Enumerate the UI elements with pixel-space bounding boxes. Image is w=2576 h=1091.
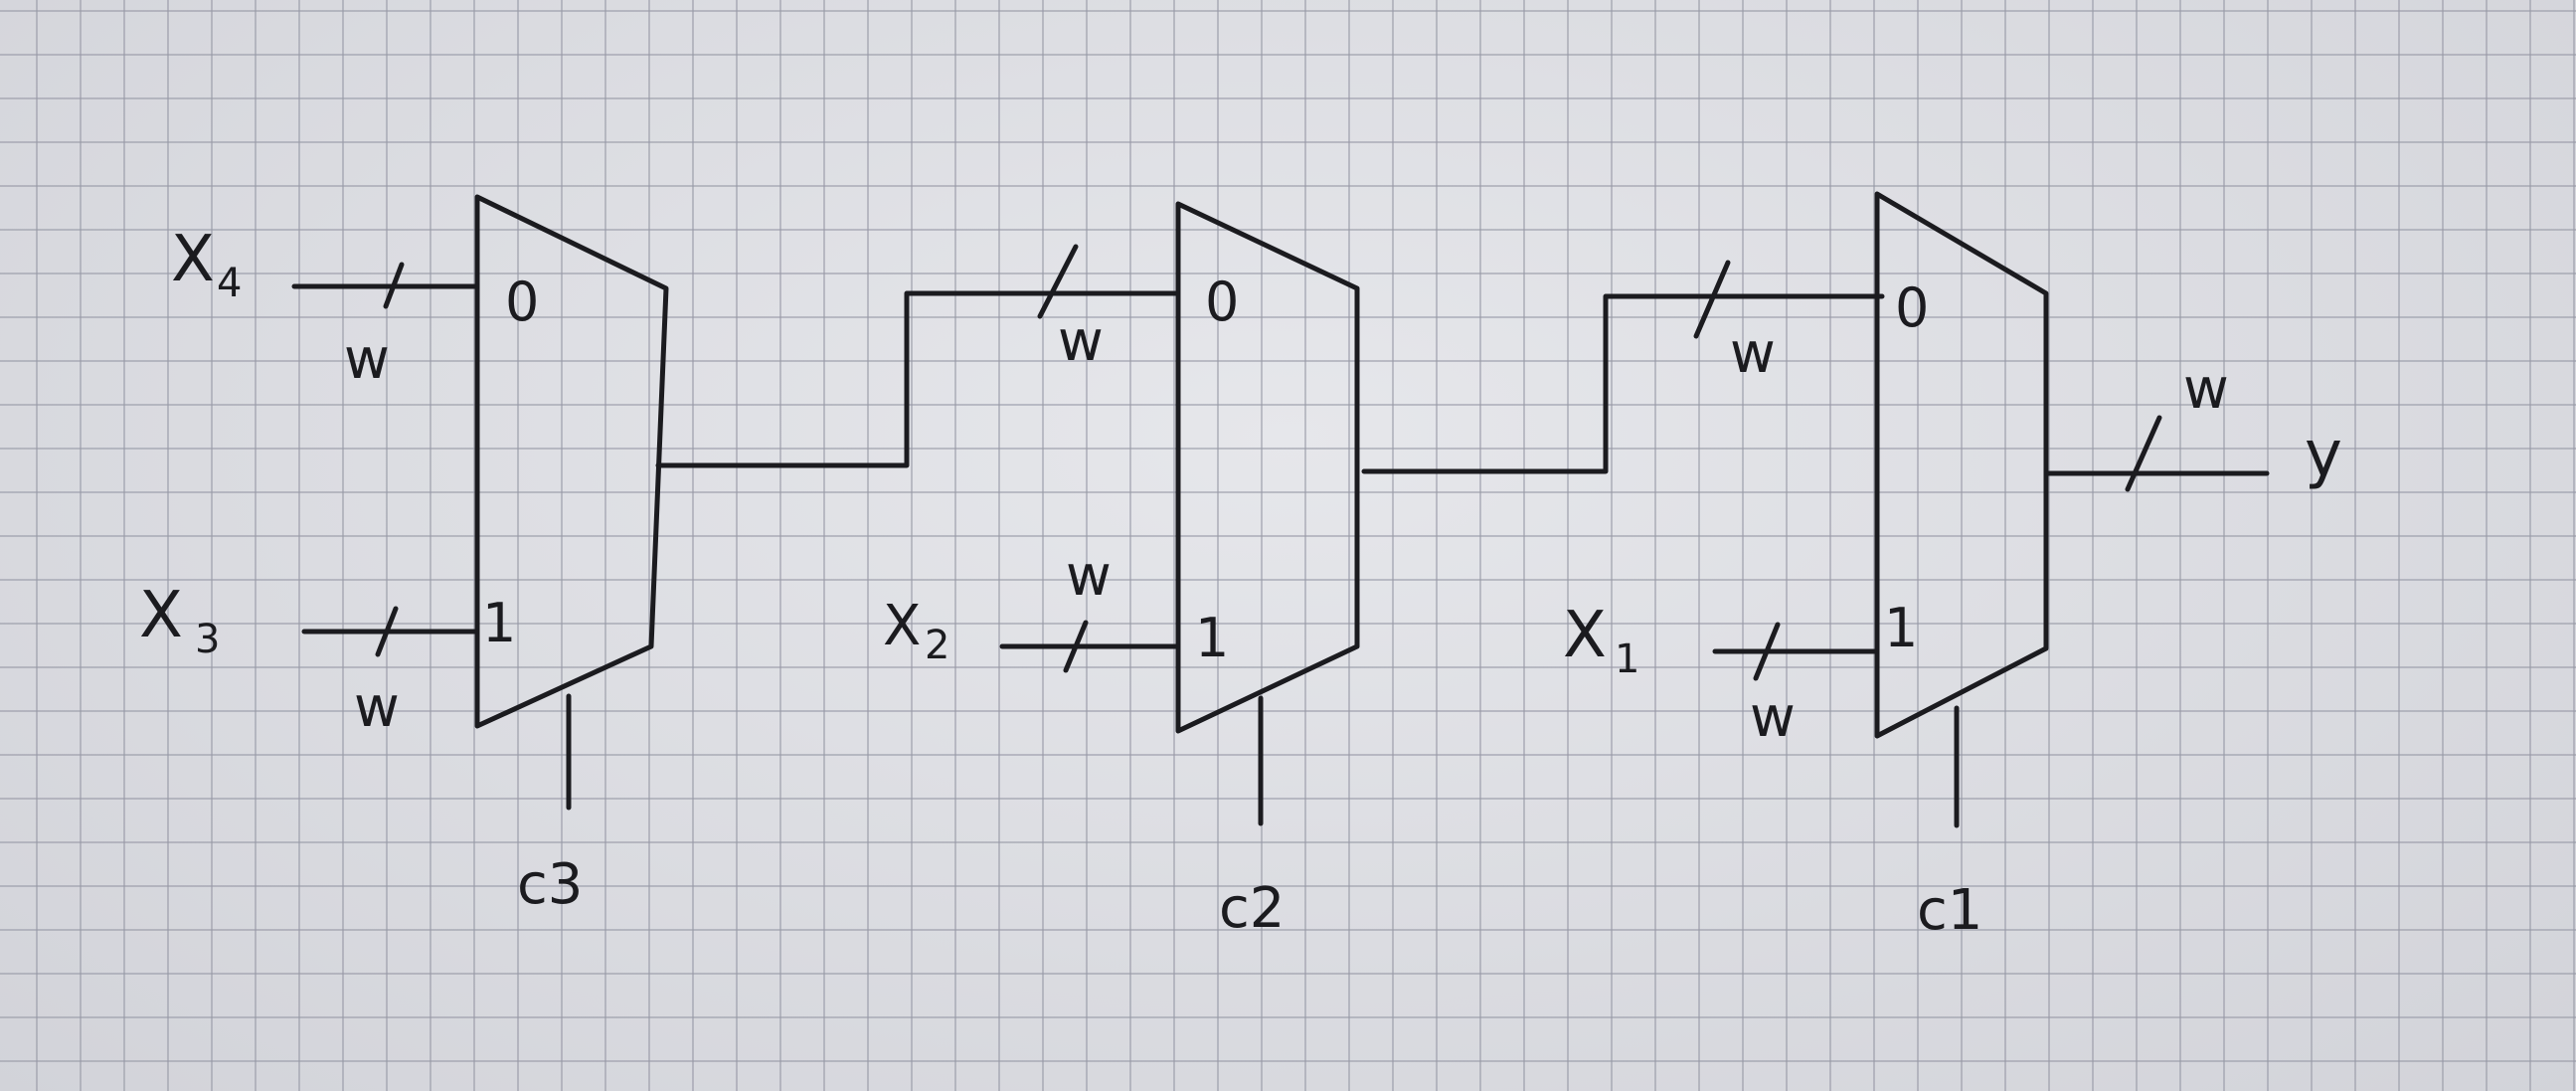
input-label-x3: X (139, 579, 183, 652)
wire-mux2-to-mux1 (1361, 293, 1885, 474)
input-x3: X 3 w (139, 579, 480, 740)
input-x2: X 2 w (883, 544, 1181, 673)
input-label-x2-subscript: 2 (925, 623, 949, 668)
input-label-x4: X (171, 223, 215, 296)
bus-width-slash-mux2-in0 (1037, 244, 1079, 319)
input-x4: X 4 w (171, 223, 480, 392)
bus-width-label-mux2-in0: w (1058, 309, 1104, 374)
mux-1: 0 1 c1 (1874, 191, 2049, 943)
bus-width-slash-y (2125, 415, 2162, 492)
mux-1-body (1874, 191, 2049, 739)
select-label-c3: c3 (517, 852, 583, 917)
select-label-c2: c2 (1219, 876, 1285, 941)
bus-width-label-y: w (2183, 357, 2229, 422)
mux-2-body (1175, 201, 1360, 734)
output-y: w y (2043, 357, 2342, 492)
mux-2: 0 1 c2 (1175, 201, 1360, 941)
input-x1: X 1 w (1563, 599, 1880, 750)
bus-width-slash-x4 (383, 262, 405, 309)
mux-2-pin-1: 1 (1195, 607, 1229, 669)
mux-3-pin-1: 1 (482, 592, 516, 654)
wire-mux3-to-mux2 (655, 290, 1181, 468)
input-label-x3-subscript: 3 (195, 617, 220, 662)
input-label-x4-subscript: 4 (217, 261, 242, 306)
output-label-y: y (2305, 418, 2342, 491)
bus-width-label-x2: w (1066, 544, 1112, 609)
mux-3: 0 1 c3 (474, 194, 669, 917)
input-label-x2: X (883, 594, 921, 658)
bus-width-slash-mux1-in0 (1693, 260, 1731, 339)
bus-width-slash-x2 (1063, 620, 1089, 673)
bus-width-label-x1: w (1750, 685, 1796, 750)
bus-width-label-x4: w (344, 327, 390, 392)
bus-width-label-mux1-in0: w (1730, 321, 1776, 386)
input-label-x1: X (1563, 599, 1607, 672)
input-label-x1-subscript: 1 (1615, 636, 1639, 682)
mux-2-pin-0: 0 (1205, 271, 1239, 333)
bus-width-label-x3: w (354, 675, 400, 740)
bus-width-slash-x1 (1753, 622, 1781, 681)
mux-3-pin-0: 0 (505, 271, 539, 333)
mux-1-pin-0: 0 (1895, 276, 1929, 339)
mux-1-pin-1: 1 (1884, 597, 1918, 659)
bus-width-slash-x3 (375, 606, 399, 657)
mux-3-body (474, 194, 669, 729)
select-label-c1: c1 (1917, 878, 1982, 943)
